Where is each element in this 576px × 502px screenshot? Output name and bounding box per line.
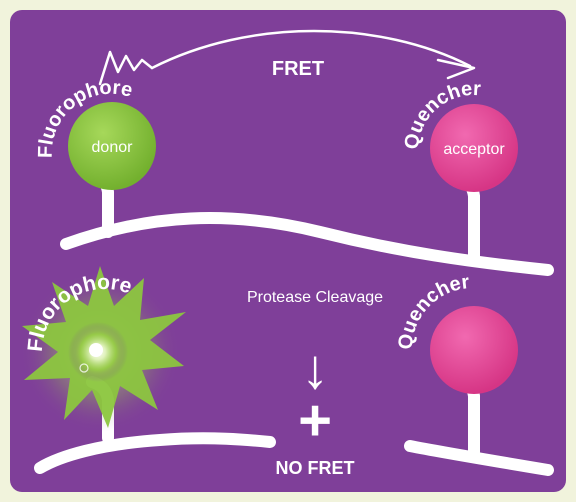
- acceptor-label: acceptor: [443, 141, 505, 158]
- plus-symbol: +: [298, 388, 332, 453]
- acceptor-sphere: [430, 104, 518, 192]
- fret-label: FRET: [272, 58, 324, 80]
- down-arrow-icon: ↓: [301, 337, 329, 400]
- no-fret-label: NO FRET: [276, 458, 355, 478]
- bottom-left-strand: [34, 432, 276, 474]
- bottom-quencher-sphere: [430, 306, 518, 394]
- donor-label: donor: [92, 139, 134, 156]
- donor-sphere: [68, 102, 156, 190]
- zigzag-arrow-icon: [98, 29, 476, 86]
- starburst-glow-icon: [20, 266, 186, 432]
- protease-cleavage-label: Protease Cleavage: [247, 289, 383, 306]
